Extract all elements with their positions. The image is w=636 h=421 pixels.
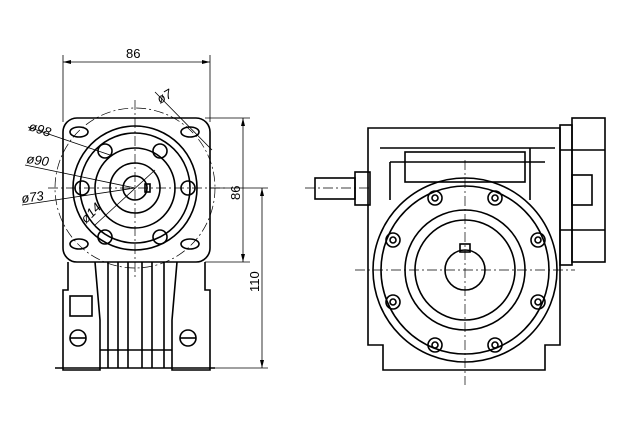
dim-center-height-label: 110 (247, 271, 262, 292)
dia-spigot-label: ø73 (20, 188, 45, 206)
front-view: 86 86 110 ø98 ø90 (20, 46, 268, 371)
dia-pcd-label: ø90 (26, 151, 51, 169)
dia-hole-label: ø7 (154, 86, 175, 107)
dim-width-label: 86 (126, 46, 140, 61)
bolt-holes (385, 190, 546, 353)
dia-outer-label: ø98 (27, 119, 54, 140)
side-view (305, 117, 606, 385)
dim-height-label: 86 (228, 186, 243, 200)
